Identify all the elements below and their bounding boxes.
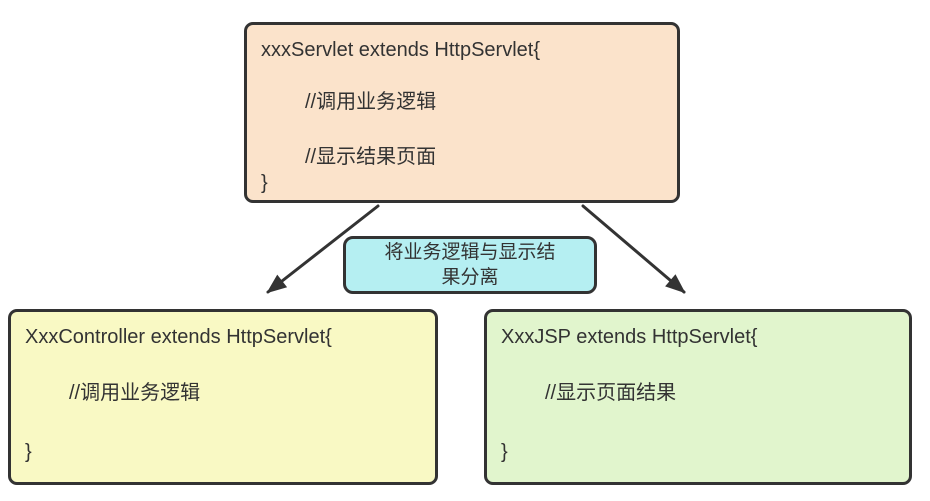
servlet-box: xxxServlet extends HttpServlet{ //调用业务逻辑… (244, 22, 680, 203)
blank-line (261, 115, 663, 144)
controller-box-comment-logic: //调用业务逻辑 (69, 382, 201, 404)
jsp-box: XxxJSP extends HttpServlet{ //显示页面结果 } (484, 309, 912, 485)
blank-line (501, 406, 895, 439)
blank-line (501, 350, 895, 380)
blank-line (261, 63, 663, 89)
separation-callout: 将业务逻辑与显示结 果分离 (343, 236, 597, 294)
blank-line (25, 350, 421, 380)
jsp-box-declaration: XxxJSP extends HttpServlet{ (501, 326, 758, 348)
jsp-box-closing-brace: } (501, 441, 508, 463)
arrow-servlet-to-jsp (581, 204, 686, 294)
controller-box-closing-brace: } (25, 441, 32, 463)
jsp-box-comment-result: //显示页面结果 (545, 382, 677, 404)
blank-line (25, 406, 421, 439)
servlet-box-closing-brace: } (261, 172, 268, 194)
servlet-box-comment-logic: //调用业务逻辑 (305, 91, 437, 113)
callout-text-line1: 将业务逻辑与显示结 (384, 242, 556, 263)
controller-box: XxxController extends HttpServlet{ //调用业… (8, 309, 438, 485)
callout-text-line2: 果分离 (441, 267, 499, 288)
servlet-box-comment-page: //显示结果页面 (305, 146, 437, 168)
controller-box-declaration: XxxController extends HttpServlet{ (25, 326, 332, 348)
servlet-box-declaration: xxxServlet extends HttpServlet{ (261, 39, 541, 61)
